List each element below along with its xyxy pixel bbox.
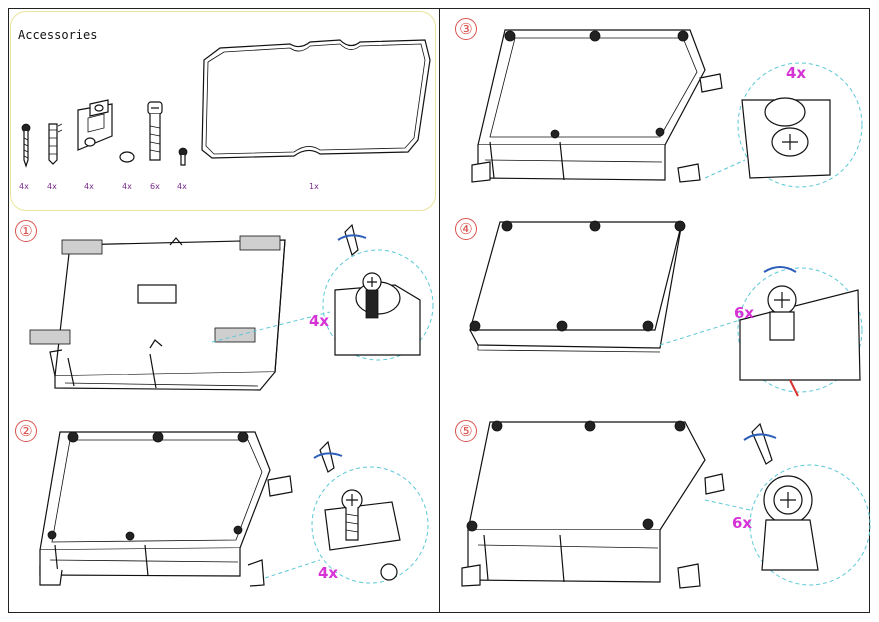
accessory-qty-bracket-screw: 4x [177, 182, 187, 191]
bracket-screw-icon [178, 147, 188, 166]
step-2-enclosure [39, 431, 293, 587]
accessories-title: Accessories [18, 28, 98, 42]
accessory-qty-mounting-bracket: 4x [84, 182, 94, 191]
step-1-number: ① [15, 220, 37, 242]
accessory-qty-lid-screw: 6x [150, 182, 160, 191]
accessory-qty-gasket: 1x [309, 182, 319, 191]
step-1-enclosure [29, 235, 286, 391]
cap-icon [119, 151, 135, 163]
step-3-enclosure [471, 29, 723, 183]
step-4-quantity: 6x [734, 304, 755, 322]
screw-icon [21, 123, 31, 168]
column-divider [439, 8, 440, 613]
step-4-number: ④ [455, 218, 477, 240]
step-2-quantity: 4x [318, 564, 339, 582]
step-5-enclosure [461, 420, 725, 589]
step-2-number: ② [15, 420, 37, 442]
step-4-detail [659, 266, 863, 397]
mounting-bracket-icon [77, 99, 113, 151]
gasket-icon [201, 39, 431, 159]
step-3-quantity: 4x [786, 64, 807, 82]
wall-plug-icon [48, 123, 63, 165]
step-3-number: ③ [455, 18, 477, 40]
step-2-detail [264, 440, 429, 584]
step-1-detail [211, 223, 434, 361]
step-5-quantity: 6x [732, 514, 753, 532]
step-1-quantity: 4x [309, 312, 330, 330]
lid-screw-icon [147, 101, 163, 161]
step-4-enclosure [469, 220, 686, 353]
accessories-panel [10, 11, 436, 211]
accessory-qty-wall-plug: 4x [47, 182, 57, 191]
accessory-qty-screw: 4x [19, 182, 29, 191]
accessory-qty-cap: 4x [122, 182, 132, 191]
step-5-number: ⑤ [455, 420, 477, 442]
step-5-detail [704, 422, 871, 586]
step-3-detail [704, 62, 863, 188]
